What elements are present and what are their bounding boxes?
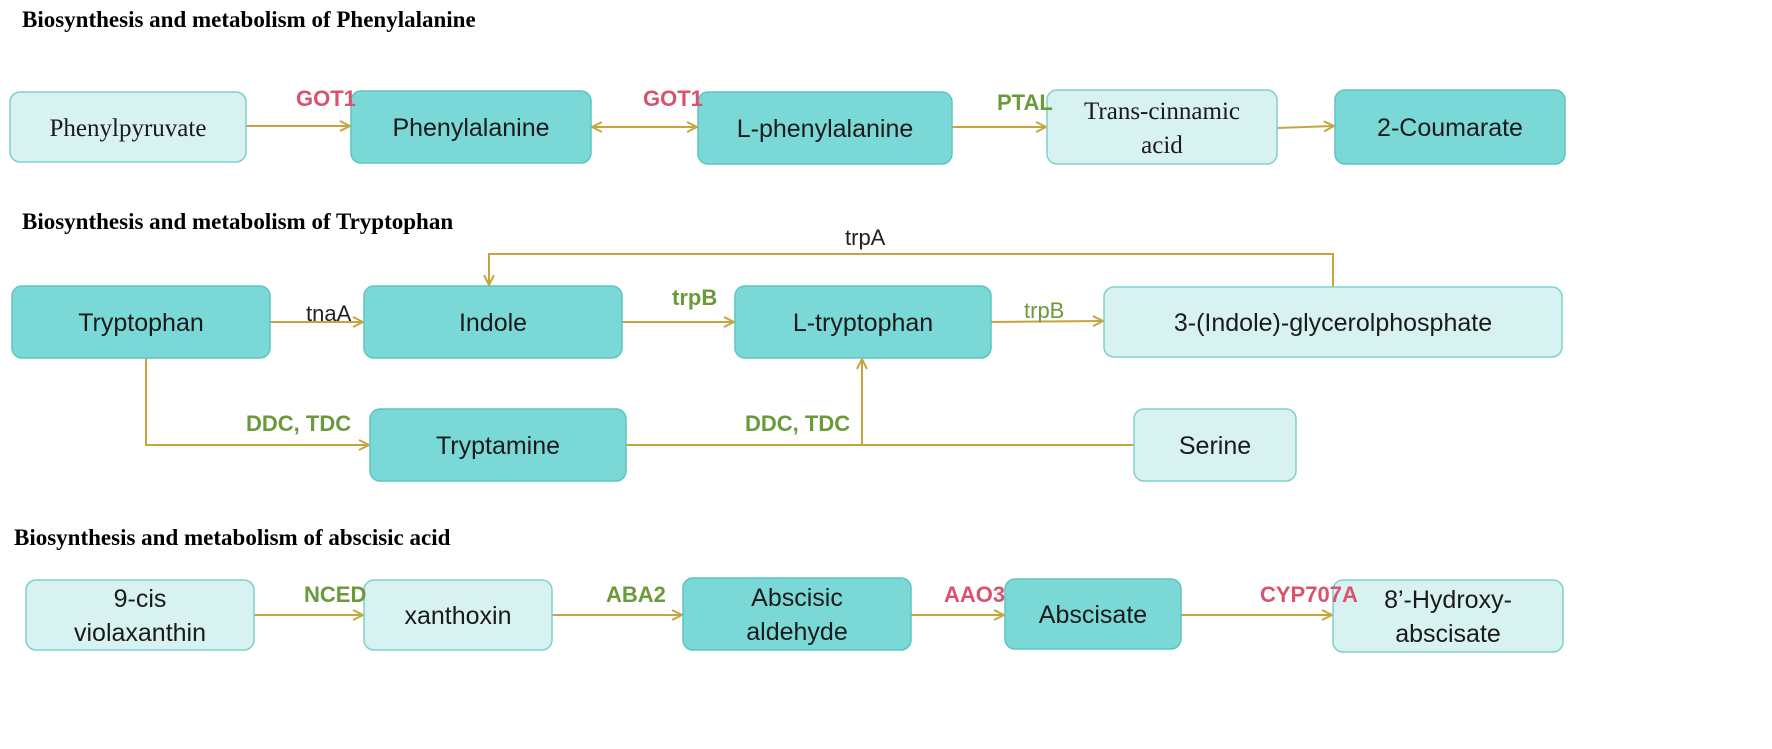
edge-glycerolphosphate-indole-trpa xyxy=(489,253,1334,287)
node-box-trans-cinnamic xyxy=(1046,89,1278,165)
node-label-trans-cinnamic: Trans-cinnamic xyxy=(1084,98,1240,125)
enzyme-label-tnaa: tnaA xyxy=(306,301,352,326)
labels-layer: Biosynthesis and metabolism of Phenylala… xyxy=(14,7,1358,607)
section-title-trp: Biosynthesis and metabolism of Tryptopha… xyxy=(22,209,453,234)
node-indole-glycerolphosphate: 3-(Indole)-glycerolphosphate xyxy=(1103,286,1563,358)
node-8-hydroxy-abscisate: 8’-Hydroxy-abscisate xyxy=(1332,579,1564,653)
node-label-indole-glycerolphosphate: 3-(Indole)-glycerolphosphate xyxy=(1174,309,1492,337)
node-box-serine xyxy=(1133,408,1297,482)
section-title-phe: Biosynthesis and metabolism of Phenylala… xyxy=(22,7,476,32)
node-box-l-phenylalanine xyxy=(697,91,953,165)
enzyme-label-got1-b: GOT1 xyxy=(643,86,703,111)
node-indole: Indole xyxy=(363,285,623,359)
nodes-layer: Phenylpyruvate Phenylalanine L-phenylalani… xyxy=(9,89,1566,653)
node-label-serine: Serine xyxy=(1179,432,1251,460)
node-label-l-tryptophan: L-tryptophan xyxy=(793,309,933,337)
node-tryptamine: Tryptamine xyxy=(369,408,627,482)
enzyme-label-trpb-b: trpB xyxy=(1024,298,1064,323)
node-box-abscisate xyxy=(1004,578,1182,650)
node-label-phenylpyruvate: Phenylpyruvate xyxy=(50,115,207,142)
node-2-coumarate: 2-Coumarate xyxy=(1334,89,1566,165)
node-label-abscisate: Abscisate xyxy=(1039,601,1147,629)
node-9-cis-violaxanthin: 9-cis violaxanthin xyxy=(25,579,255,651)
node-box-8-hydroxy-abscisate xyxy=(1332,579,1564,653)
node-box-l-tryptophan xyxy=(734,285,992,359)
node-l-phenylalanine: L-phenylalanine xyxy=(697,91,953,165)
node-label-phenylalanine: Phenylalanine xyxy=(392,114,549,142)
node-label-9-cis-violaxanthin: 9-cis xyxy=(114,585,167,613)
enzyme-label-ptal: PTAL xyxy=(997,90,1053,115)
node-abscisate: Abscisate xyxy=(1004,578,1182,650)
enzyme-label-cyp707a: CYP707A xyxy=(1260,582,1358,607)
node-tryptophan: Tryptophan xyxy=(11,285,271,359)
node-xanthoxin: xanthoxin xyxy=(363,579,553,651)
node-box-phenylalanine xyxy=(350,90,592,164)
node-label-abscisic-aldehyde: Abscisic xyxy=(751,584,843,612)
node-box-indole-glycerolphosphate xyxy=(1103,286,1563,358)
enzyme-label-ddc-tdc-b: DDC, TDC xyxy=(745,411,850,436)
node-serine: Serine xyxy=(1133,408,1297,482)
node-label-trans-cinnamic: acid xyxy=(1141,132,1183,159)
node-label-xanthoxin: xanthoxin xyxy=(404,602,511,630)
enzyme-label-aba2: ABA2 xyxy=(606,582,666,607)
enzyme-label-trpb-a: trpB xyxy=(672,285,717,310)
node-l-tryptophan: L-tryptophan xyxy=(734,285,992,359)
node-label-tryptophan: Tryptophan xyxy=(78,309,204,337)
node-label-indole: Indole xyxy=(459,309,527,337)
enzyme-label-nced: NCED xyxy=(304,582,366,607)
edge-l-tryptophan-glycerolphosphate xyxy=(990,321,1102,322)
enzyme-label-ddc-tdc-a: DDC, TDC xyxy=(246,411,351,436)
edges-layer xyxy=(145,126,1334,615)
node-box-tryptophan xyxy=(11,285,271,359)
node-box-9-cis-violaxanthin xyxy=(25,579,255,651)
node-label-l-phenylalanine: L-phenylalanine xyxy=(737,115,914,143)
node-label-2-coumarate: 2-Coumarate xyxy=(1377,114,1523,142)
node-box-2-coumarate xyxy=(1334,89,1566,165)
node-box-abscisic-aldehyde xyxy=(682,577,912,651)
node-trans-cinnamic: Trans-cinnamic acid xyxy=(1046,89,1278,165)
node-label-tryptamine: Tryptamine xyxy=(436,432,560,460)
node-box-indole xyxy=(363,285,623,359)
node-label-8-hydroxy-abscisate: abscisate xyxy=(1395,620,1501,648)
node-box-phenylpyruvate xyxy=(9,91,247,163)
node-box-tryptamine xyxy=(369,408,627,482)
edge-trans-cinnamic-2-coumarate xyxy=(1276,126,1333,128)
node-label-abscisic-aldehyde: aldehyde xyxy=(746,618,847,646)
enzyme-label-trpa: trpA xyxy=(845,225,886,250)
edge-tryptophan-tryptamine xyxy=(145,358,368,445)
enzyme-label-got1-a: GOT1 xyxy=(296,86,356,111)
section-title-aba: Biosynthesis and metabolism of abscisic … xyxy=(14,525,451,550)
node-box-xanthoxin xyxy=(363,579,553,651)
node-label-9-cis-violaxanthin: violaxanthin xyxy=(74,619,206,647)
node-phenylpyruvate: Phenylpyruvate xyxy=(9,91,247,163)
node-label-8-hydroxy-abscisate: 8’-Hydroxy- xyxy=(1384,586,1512,614)
node-abscisic-aldehyde: Abscisic aldehyde xyxy=(682,577,912,651)
node-phenylalanine: Phenylalanine xyxy=(350,90,592,164)
enzyme-label-aao3: AAO3 xyxy=(944,582,1005,607)
